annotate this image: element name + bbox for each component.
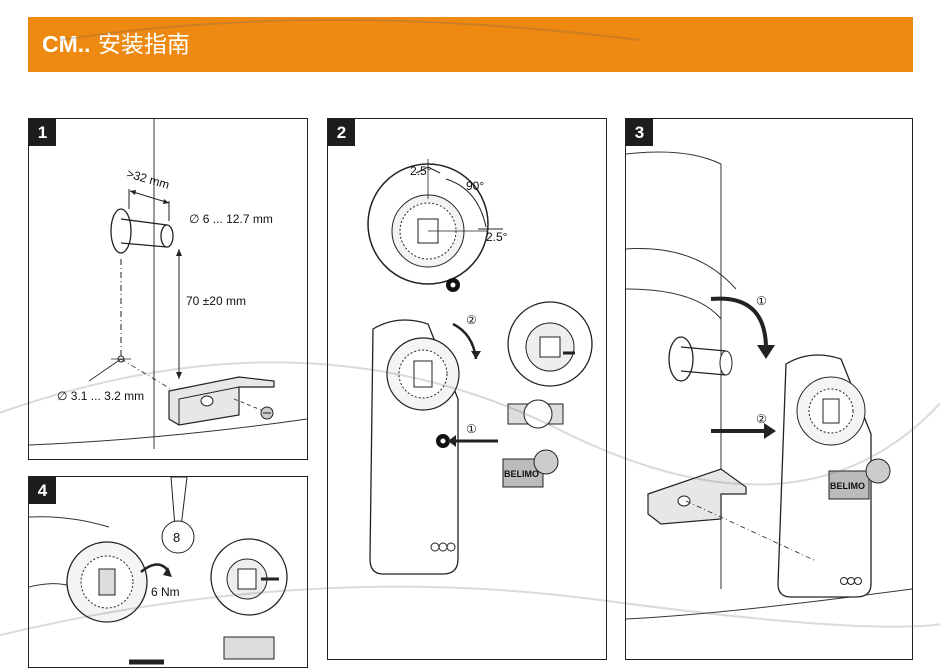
step-number-1: ① [466,422,477,436]
step-2-panel: 2 2.5° 90° 2.5° ② ① [327,118,607,660]
angle-label-1: 2.5° [410,164,432,178]
lock-icon [446,278,460,292]
screw-icon [260,406,274,420]
step-number: 2 [328,119,355,146]
hole-diameter-label: ∅ 3.1 ... 3.2 mm [57,389,144,403]
step-1-panel: 1 >32 mm ∅ 6 ... 12.7 mm 70 ±20 mm ∅ [28,118,308,460]
torque-label: 6 Nm [151,585,180,599]
step-1-illustration: >32 mm ∅ 6 ... 12.7 mm 70 ±20 mm ∅ 3.1 .… [29,119,307,449]
step-3-panel: 3 ① ② BELIMO [625,118,913,660]
lock-icon [436,434,450,448]
wrench-size-label: 8 [173,530,180,545]
angle-label-3: 2.5° [486,230,508,244]
step-4-panel: 4 8 6 Nm [28,476,308,668]
step-3-illustration: ① ② BELIMO [626,151,912,620]
rotate-arrow-icon [710,296,768,350]
length-label: >32 mm [125,166,171,191]
page-title: CM.. 安装指南 [42,31,190,58]
brand-label: BELIMO [830,481,865,491]
step-number: 1 [29,119,56,146]
shaft-diameter-label: ∅ 6 ... 12.7 mm [189,212,273,226]
step-number: 3 [626,119,653,146]
step-2-illustration: 2.5° 90° 2.5° ② ① BELIMO [367,159,593,575]
step-number-2: ② [756,412,767,426]
step-4-illustration: 8 6 Nm [29,477,288,665]
brand-label: BELIMO [504,469,539,479]
header-bar: CM.. 安装指南 [28,17,913,72]
step-number-1: ① [756,294,767,308]
step-number: 4 [29,477,56,504]
angle-label-2: 90° [466,179,484,193]
step-number-2: ② [466,313,477,327]
height-label: 70 ±20 mm [186,294,246,308]
